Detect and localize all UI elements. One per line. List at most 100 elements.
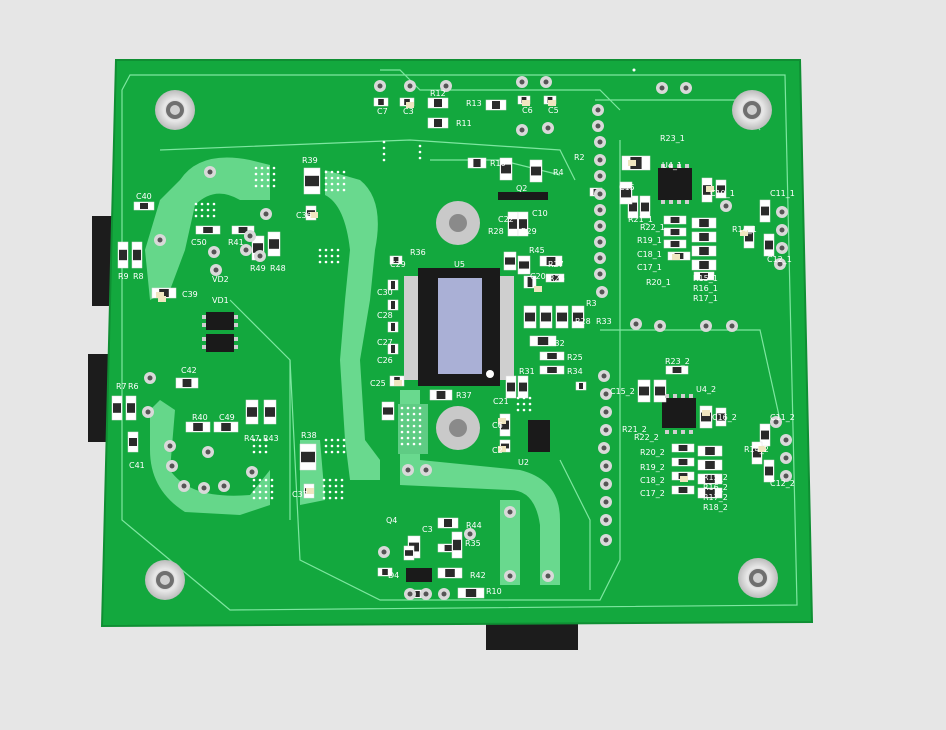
smd-part (671, 443, 695, 453)
ic-u4-1 (658, 168, 692, 200)
transistor-q2 (498, 192, 548, 200)
smd-part (575, 381, 587, 391)
ic-leg (673, 430, 677, 434)
ic-leg (685, 200, 689, 204)
ic-leg (681, 394, 685, 398)
label: C37 (292, 490, 308, 499)
via (260, 178, 264, 182)
via (266, 166, 270, 170)
via (418, 418, 422, 422)
smd-part (499, 413, 511, 437)
smd-part (671, 485, 695, 495)
via (324, 188, 328, 192)
via (336, 438, 340, 442)
via (330, 182, 334, 186)
via (318, 254, 322, 258)
label: C12_1 (767, 255, 792, 264)
label: R8 (133, 272, 144, 281)
via (336, 254, 340, 258)
smd-part (545, 273, 565, 283)
inner-trace-b (289, 359, 621, 601)
ic-leg (689, 394, 693, 398)
via (406, 406, 410, 410)
label: R17_1 (693, 294, 718, 303)
smd-part (539, 365, 565, 375)
label: R4 (553, 168, 564, 177)
via (382, 152, 386, 156)
smd-part (131, 241, 143, 269)
via (336, 260, 340, 264)
label: C6 (522, 106, 533, 115)
label: R47 (244, 434, 260, 443)
smd-part (437, 567, 463, 579)
ic-leg (677, 164, 681, 168)
label: R6 (128, 382, 139, 391)
through-hole-pad (164, 440, 176, 452)
via (418, 144, 422, 148)
through-hole-pad (654, 320, 666, 332)
through-hole-pad (656, 82, 668, 94)
via (260, 172, 264, 176)
via (340, 490, 344, 494)
thermal-pad-area (398, 404, 428, 454)
smd-part (231, 225, 255, 235)
smd-part (763, 233, 775, 257)
smd-part (539, 305, 553, 329)
label: C20 (530, 272, 546, 281)
smd-part (125, 395, 137, 421)
through-hole-pad (630, 318, 642, 330)
through-hole-pad (142, 406, 154, 418)
via (272, 172, 276, 176)
through-hole-pad (154, 234, 166, 246)
label: C25 (370, 379, 386, 388)
capacitor-part (310, 212, 318, 218)
ic-leg (661, 200, 665, 204)
label: C6 (492, 421, 503, 430)
label: R11 (456, 119, 472, 128)
label: R15_2 (703, 473, 728, 482)
smd-part (665, 365, 689, 375)
via (336, 248, 340, 252)
through-hole-pad (218, 480, 230, 492)
smd-part (663, 227, 687, 237)
smd-part (539, 255, 563, 267)
via (260, 166, 264, 170)
via (400, 406, 404, 410)
ic-u5 (404, 268, 514, 386)
through-hole-pad (780, 434, 792, 446)
label: C50 (191, 238, 207, 247)
via (516, 396, 520, 400)
label: C42 (181, 366, 197, 375)
through-hole-pad (374, 80, 386, 92)
via (270, 484, 274, 488)
via (200, 214, 204, 218)
pour-center-left (325, 170, 380, 480)
smd-part (697, 445, 723, 457)
through-hole-pad (700, 320, 712, 332)
via (264, 478, 268, 482)
via (254, 172, 258, 176)
via (272, 166, 276, 170)
smd-part (111, 395, 123, 421)
label: R18_2 (703, 503, 728, 512)
capacitor-part (306, 488, 314, 494)
label: C18_1 (637, 250, 662, 259)
via (342, 450, 346, 454)
smd-part (245, 399, 259, 425)
vias (194, 68, 636, 500)
label: R49 (250, 264, 266, 273)
via (418, 430, 422, 434)
label: R3 (586, 299, 597, 308)
via (382, 146, 386, 150)
through-hole-pad (178, 480, 190, 492)
smd-part (759, 199, 771, 223)
via (328, 484, 332, 488)
via (212, 202, 216, 206)
via (328, 490, 332, 494)
label: R10 (486, 587, 502, 596)
through-hole-pad (594, 252, 606, 264)
smd-part (429, 389, 453, 401)
ic-leg (681, 430, 685, 434)
smd-part (663, 239, 687, 249)
board-perimeter-trace (121, 74, 798, 611)
